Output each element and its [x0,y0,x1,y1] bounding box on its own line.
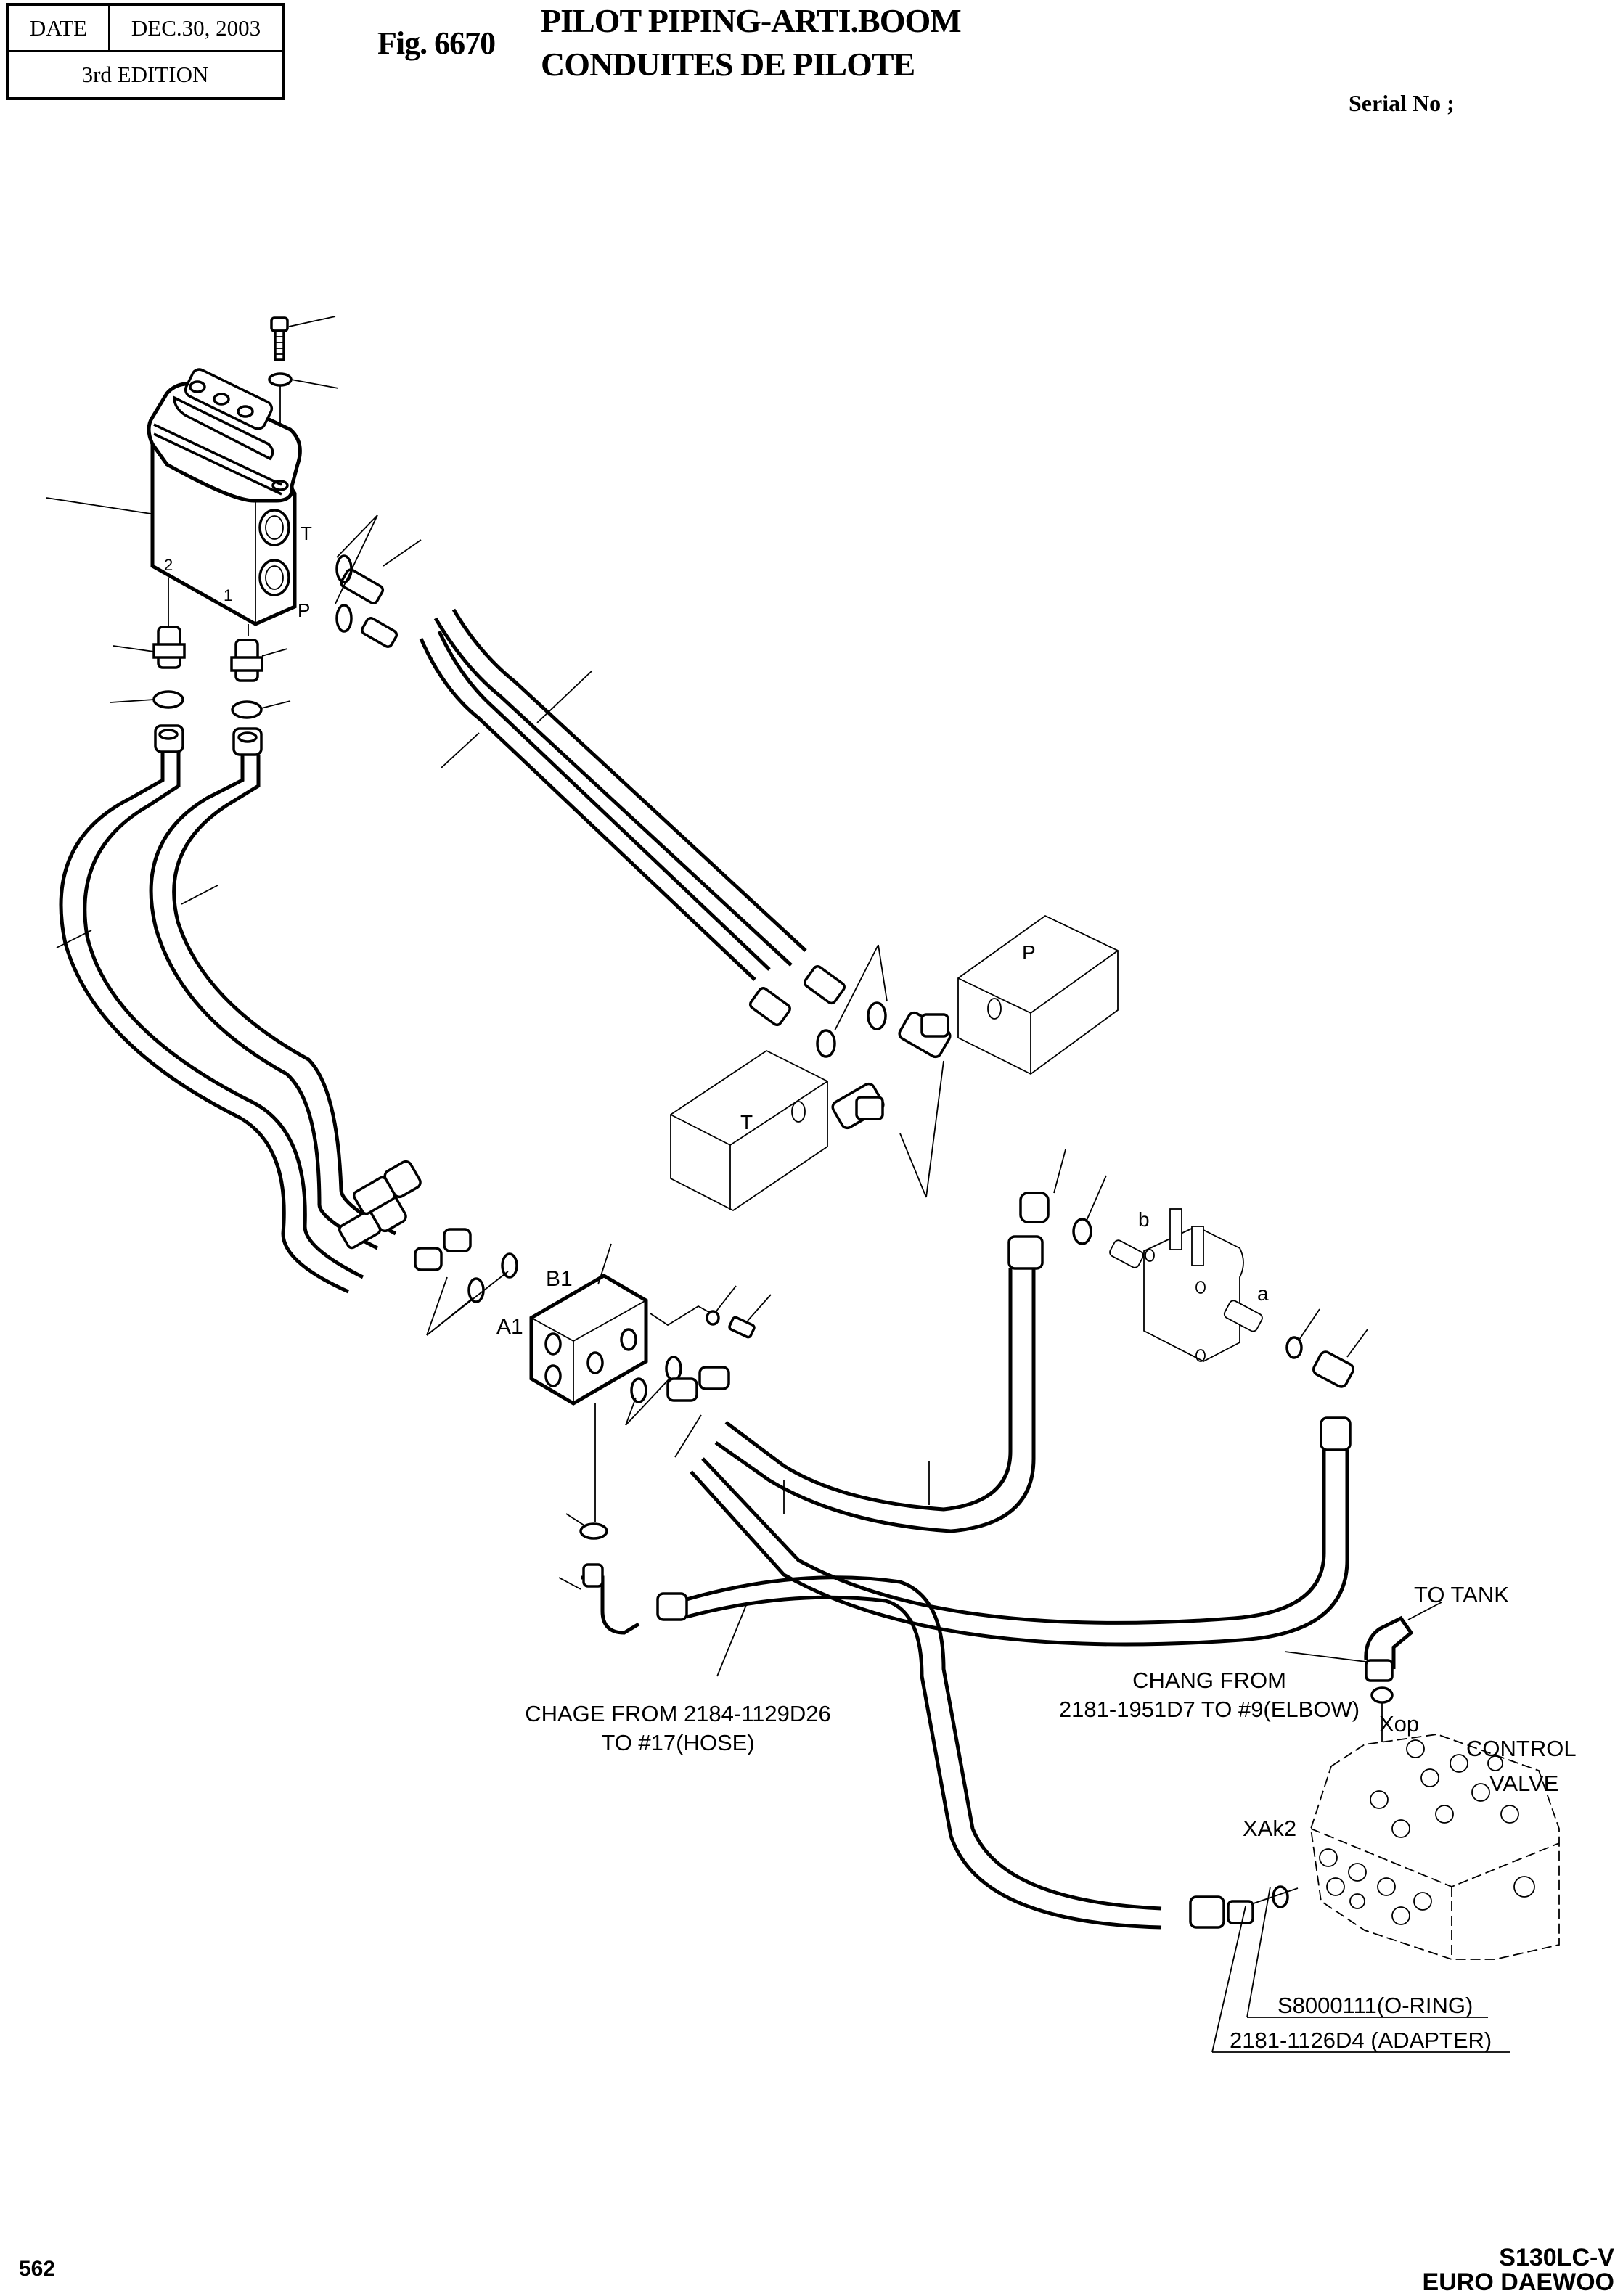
tee-fittings [816,944,952,1198]
manifold-b1-label: B1 [546,1267,573,1291]
page-number: 562 [19,2257,56,2281]
figure-number: Fig. 6670 [377,25,496,61]
selector-b-label: b [1138,1208,1150,1231]
model-name: S130LC-V EURO DAEWOO [1423,2245,1614,2295]
control-valve-label-line2: VALVE [1489,1771,1558,1796]
edition-label: 3rd EDITION [81,62,209,87]
serial-number-label: Serial No ; [1349,90,1455,116]
selector-a-label: a [1257,1282,1269,1305]
hose-change-note-line1: CHAGE FROM 2184-1129D26 [525,1701,831,1726]
lower-fittings [110,626,291,756]
control-port-xop-label: Xop [1379,1711,1419,1737]
block-t-label: T [740,1111,753,1133]
selector-hoses [690,1235,1352,1647]
pilot-valve: T P 2 1 [46,316,339,636]
control-valve-label-line1: CONTROL [1466,1736,1577,1761]
t-block: T [670,1049,828,1212]
elbow-change-note-line2: 2181-1951D7 TO #9(ELBOW) [1059,1697,1360,1722]
control-valve: Xop XAk2 [1243,1711,1560,1960]
bolt-icon [270,316,289,361]
date-value: DEC.30, 2003 [131,15,261,41]
adapter-part-note: 2181-1126D4 (ADAPTER) [1230,2028,1492,2053]
model-line2: EURO DAEWOO [1422,2268,1614,2296]
washer-icon [268,372,293,387]
port-t-icon [258,509,290,546]
upper-hose-pair [335,514,846,1027]
manifold-a1-label: A1 [496,1315,523,1339]
valve-port-p-label: P [298,599,310,621]
hose-change-note-line2: TO #17(HOSE) [601,1730,754,1755]
port-p-icon [258,559,290,596]
selector-valve: b a [1019,1149,1368,1388]
date-label: DATE [9,6,110,50]
block-p-label: P [1022,941,1036,964]
lower-hose [558,1563,1299,1930]
to-tank-label: TO TANK [1414,1582,1509,1607]
model-line1: S130LC-V [1499,2244,1614,2271]
valve-port-t-label: T [301,522,312,544]
page-title-fr: CONDUITES DE PILOTE [541,46,915,83]
valve-port-2-label: 2 [164,556,173,574]
control-port-xak2-label: XAk2 [1243,1816,1296,1841]
valve-port-1-label: 1 [224,586,232,604]
page-title-en: PILOT PIPING-ARTI.BOOM [541,2,962,39]
oring-part-note: S8000111(O-RING) [1277,1993,1473,2018]
date-row: DATE DEC.30, 2003 [9,6,282,52]
left-hose-pair [56,752,422,1294]
date-edition-box: DATE DEC.30, 2003 3rd EDITION [6,3,285,100]
p-block: P [957,914,1119,1075]
elbow-change-note-line1: CHANG FROM [1132,1668,1286,1693]
to-tank-elbow [1284,1602,1442,1771]
manifold-block: B1 A1 [414,1228,772,1540]
